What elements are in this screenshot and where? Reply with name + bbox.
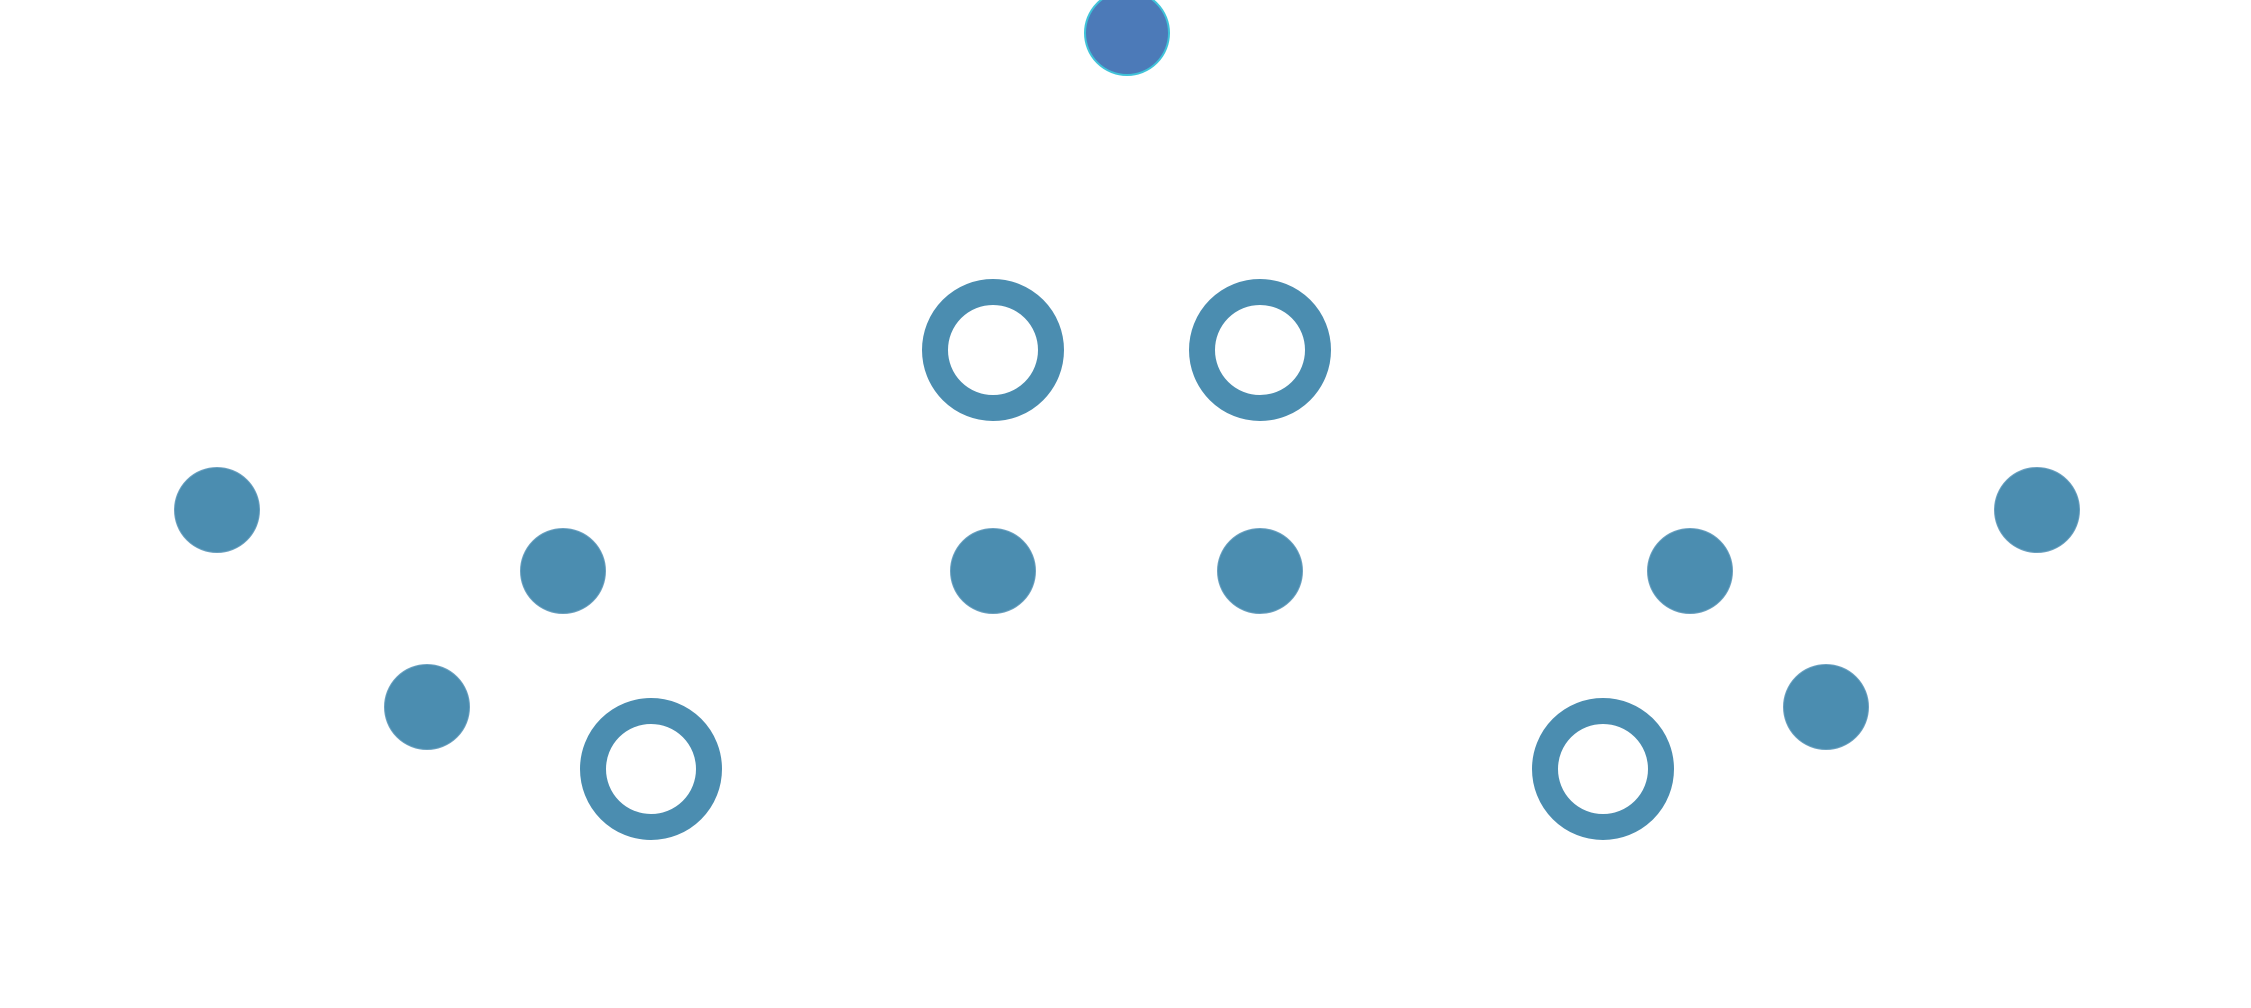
- dot-target-center-right[interactable]: [1217, 528, 1303, 614]
- dot-target-lower-right[interactable]: [1783, 664, 1869, 750]
- dot-target-far-right[interactable]: [1994, 467, 2080, 553]
- dot-target-lower-left[interactable]: [384, 664, 470, 750]
- dot-target-right-inner[interactable]: [1647, 528, 1733, 614]
- dot-target-left-inner[interactable]: [520, 528, 606, 614]
- player-disc[interactable]: [1084, 0, 1170, 76]
- ring-target-upper-left[interactable]: [922, 279, 1064, 421]
- ring-target-lower-right[interactable]: [1532, 698, 1674, 840]
- dot-target-far-left[interactable]: [174, 467, 260, 553]
- dot-target-center-left[interactable]: [950, 528, 1036, 614]
- ring-target-upper-right[interactable]: [1189, 279, 1331, 421]
- ring-target-lower-left[interactable]: [580, 698, 722, 840]
